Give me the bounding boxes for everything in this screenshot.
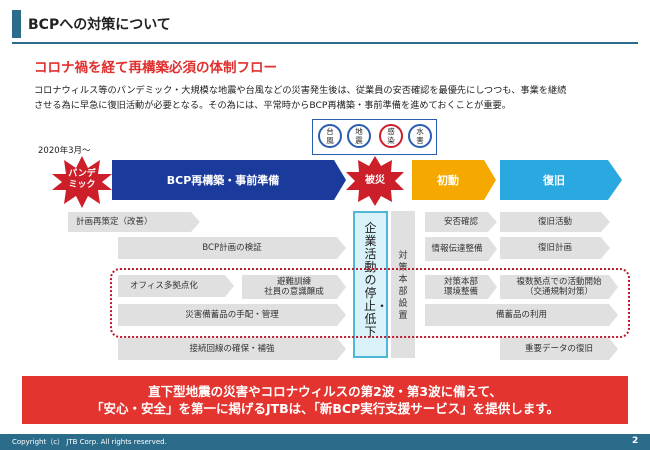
disaster-earthquake: 地震 bbox=[347, 124, 371, 148]
business-stop-box bbox=[353, 211, 388, 358]
disaster-typhoon-label: 台風 bbox=[326, 127, 334, 145]
header-accent-bar bbox=[12, 10, 21, 38]
disaster-infection-label: 感染 bbox=[387, 127, 395, 145]
pandemic-burst bbox=[52, 156, 112, 208]
task-info-env: 情報伝達整備 bbox=[425, 237, 497, 261]
task-multi-base-line-2: （交通規制対策） bbox=[524, 287, 593, 297]
section-subtitle: コロナ禍を経て再構築必須の体制フロー bbox=[34, 60, 277, 76]
disaster-burst bbox=[346, 156, 404, 206]
footer-bar bbox=[0, 434, 650, 450]
recovery-label: 復旧 bbox=[543, 174, 565, 187]
task-hq-env-line-1: 対策本部 bbox=[443, 276, 478, 287]
disaster-typhoon: 台風 bbox=[318, 124, 342, 148]
description-line-2: させる為に早急に復旧活動が必要となる。その為には、平常時からBCP再構築・事前準… bbox=[34, 99, 511, 111]
task-evac-training: 避難訓練 社員の意識醸成 bbox=[242, 275, 346, 299]
task-multi-base: 複数拠点での活動開始 （交通規制対策） bbox=[500, 275, 618, 299]
initial-label: 初動 bbox=[437, 174, 459, 187]
task-recovery-activity: 復旧活動 bbox=[500, 212, 610, 232]
initial-arrow bbox=[412, 160, 496, 200]
page-number: 2 bbox=[632, 436, 639, 446]
prep-label: BCP再構築・事前準備 bbox=[166, 174, 280, 187]
task-bcp-verify: BCP計画の検証 bbox=[118, 237, 346, 259]
highlight-dotted-frame bbox=[110, 268, 630, 338]
task-hq-env-line-2: 環境整備 bbox=[443, 287, 478, 297]
service-banner: 直下型地震の災害やコロナウィルスの第2波・第3波に備えて、 「安心・安全」を第一… bbox=[22, 376, 628, 424]
disaster-infection: 感染 bbox=[379, 124, 403, 148]
task-evac-training-line-2: 社員の意識醸成 bbox=[264, 287, 324, 297]
task-multi-base-line-1: 複数拠点での活動開始 bbox=[516, 276, 602, 287]
task-line-secure: 接続回線の確保・補強 bbox=[118, 338, 346, 360]
description-line-1: コロナウィルス等のパンデミック・大規模な地震や台風などの災害発生後は、従業員の安… bbox=[34, 85, 567, 96]
task-plan-revision: 計画再策定（改善） bbox=[68, 212, 200, 232]
disaster-flood-label: 水害 bbox=[416, 127, 424, 145]
timeline-shapes bbox=[52, 156, 622, 208]
description: コロナウィルス等のパンデミック・大規模な地震や台風などの災害発生後は、従業員の安… bbox=[34, 84, 634, 113]
footer-copyright: Copyright（c） JTB Corp. All rights reserv… bbox=[12, 438, 167, 446]
recovery-arrow bbox=[500, 160, 622, 200]
date-label: 2020年3月～ bbox=[38, 146, 91, 156]
header-divider bbox=[12, 42, 638, 44]
disaster-label: 被災 bbox=[365, 175, 385, 186]
task-hq-env: 対策本部 環境整備 bbox=[425, 275, 497, 299]
task-stockpile: 災害備蓄品の手配・管理 bbox=[118, 304, 346, 326]
pandemic-label: パンデミック bbox=[68, 169, 96, 190]
disaster-earthquake-label: 地震 bbox=[355, 127, 363, 145]
disaster-flood: 水害 bbox=[408, 124, 432, 148]
task-stock-use: 備蓄品の利用 bbox=[425, 304, 618, 326]
task-evac-training-line-1: 避難訓練 bbox=[276, 276, 311, 287]
prep-arrow bbox=[112, 160, 346, 200]
task-data-recovery: 重要データの復旧 bbox=[500, 338, 618, 360]
banner-line-2: 「安心・安全」を第一に掲げるJTBは、「新BCP実行支援サービス」を提供します。 bbox=[90, 401, 560, 416]
business-stop-label: 企業活動の停止・低下 bbox=[353, 222, 388, 339]
hq-setup-box bbox=[391, 211, 415, 358]
task-recovery-plan: 復旧計画 bbox=[500, 237, 610, 259]
page-title: BCPへの対策について bbox=[28, 17, 171, 33]
banner-line-1: 直下型地震の災害やコロナウィルスの第2波・第3波に備えて、 bbox=[148, 384, 502, 399]
task-safety-check: 安否確認 bbox=[425, 212, 497, 232]
task-office-multi: オフィス多拠点化 bbox=[118, 275, 234, 297]
